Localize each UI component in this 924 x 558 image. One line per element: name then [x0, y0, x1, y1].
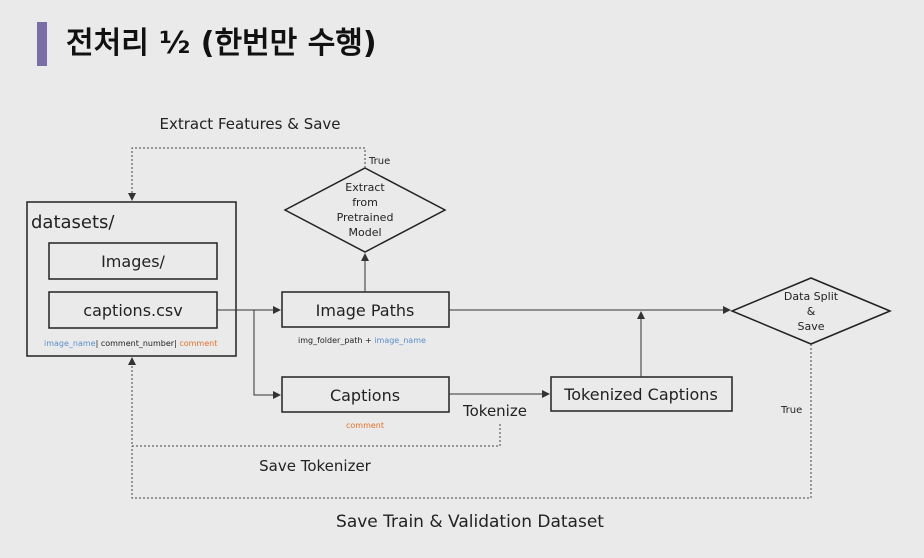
datasets-label: datasets/	[31, 212, 115, 233]
extract-diamond	[283, 167, 447, 253]
page-title: 전처리 ½ (한번만 수행)	[66, 26, 377, 61]
label-true-top: True	[368, 156, 390, 167]
tokenized-captions-label: Tokenized Captions	[563, 385, 718, 404]
label-save-tokenizer: Save Tokenizer	[259, 457, 372, 475]
arrow-csv-to-captions	[253, 310, 281, 399]
image-paths-label: Image Paths	[316, 301, 415, 320]
csv-col-image-name: image_name	[44, 339, 96, 348]
extract-line-4: Model	[348, 226, 381, 239]
data-split-line-3: Save	[797, 320, 824, 333]
image-paths-image-name: image_name	[374, 336, 426, 345]
dotted-split-to-datasets	[131, 344, 812, 499]
dotted-tokenize-to-datasets	[128, 357, 501, 447]
image-paths-prefix: img_folder_path +	[298, 336, 374, 345]
extract-line-2: from	[352, 196, 378, 209]
csv-columns: image_name| comment_number| comment	[44, 339, 217, 348]
label-tokenize: Tokenize	[462, 402, 527, 420]
csv-col-comment-number: | comment_number|	[96, 339, 180, 348]
image-paths-sub: img_folder_path + image_name	[298, 336, 426, 345]
extract-line-1: Extract	[345, 181, 385, 194]
extract-line-3: Pretrained	[337, 211, 394, 224]
captions-csv-label: captions.csv	[83, 301, 182, 320]
title-accent-bar	[37, 22, 47, 66]
captions-sub: comment	[346, 421, 384, 430]
dotted-extract-to-datasets	[128, 147, 366, 201]
data-split-line-2: &	[807, 305, 816, 318]
label-extract-features: Extract Features & Save	[159, 115, 340, 133]
label-true-right: True	[780, 405, 802, 416]
images-label: Images/	[101, 252, 165, 271]
datasets-box	[26, 201, 237, 357]
csv-col-comment: comment	[179, 339, 217, 348]
captions-label: Captions	[330, 386, 400, 405]
data-split-line-1: Data Split	[784, 290, 839, 303]
label-save-train: Save Train & Validation Dataset	[336, 512, 604, 532]
images-box	[48, 242, 218, 280]
